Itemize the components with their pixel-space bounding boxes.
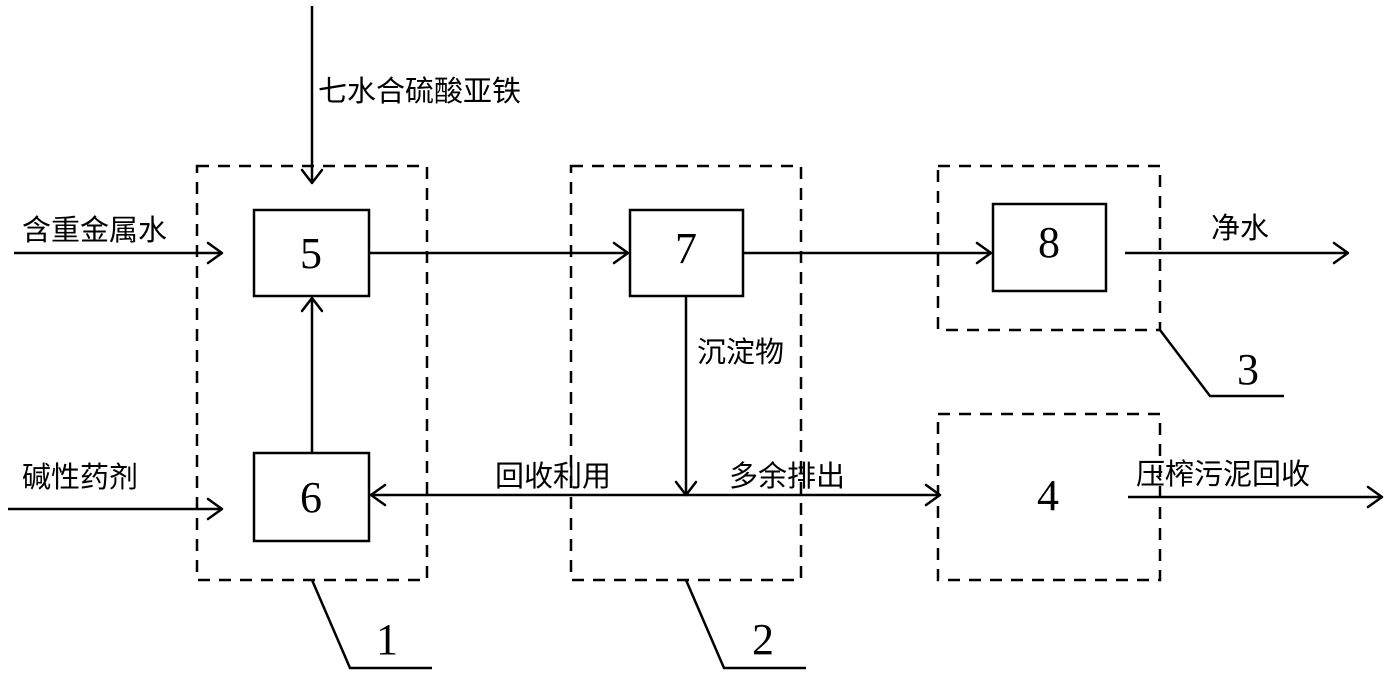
sludge-recovery-label: 压榨污泥回收 [1136,457,1310,491]
box-6-label: 6 [300,473,322,522]
heavy-metal-water-arrow-head [206,241,224,265]
unit-3-leader [1159,329,1284,398]
box-5 [252,208,371,298]
unit-3-enclosure [936,164,1162,332]
unit-2-label: 2 [752,615,774,664]
unit-2-leader [684,579,806,670]
unit-3-label: 3 [1237,345,1259,394]
sludge-recovery-arrow-head [1366,485,1384,509]
clean-water-label: 净水 [1211,211,1269,245]
unit-1-leader [310,579,432,670]
box-6 [252,451,371,543]
heavy-metal-water-label: 含重金属水 [22,213,167,247]
box-8 [991,202,1108,293]
excess-discharge-label: 多余排出 [729,459,845,493]
alkaline-agent-arrow-head [206,497,224,521]
box7-to-box8-arrow-head [975,241,993,265]
unit-4-label: 4 [1037,471,1059,520]
box-7-label: 7 [675,224,697,273]
recycle-arrow-head [369,483,387,507]
ferrous-sulfate-label: 七水合硫酸亚铁 [318,74,521,108]
recycle-label: 回收利用 [495,459,611,493]
unit-1-label: 1 [376,615,398,664]
ferrous-sulfate-arrow-head [300,168,324,185]
alkaline-agent-label: 碱性药剂 [22,460,138,494]
box5-to-box7-arrow-head [612,241,630,265]
clean-water-arrow-head [1332,241,1350,265]
box-5-label: 5 [300,229,322,278]
box-8-label: 8 [1038,218,1060,267]
box6-to-box5-arrow-head [300,296,324,313]
sediment-label: 沉淀物 [697,335,784,369]
discharge-arrow-head [924,483,942,507]
